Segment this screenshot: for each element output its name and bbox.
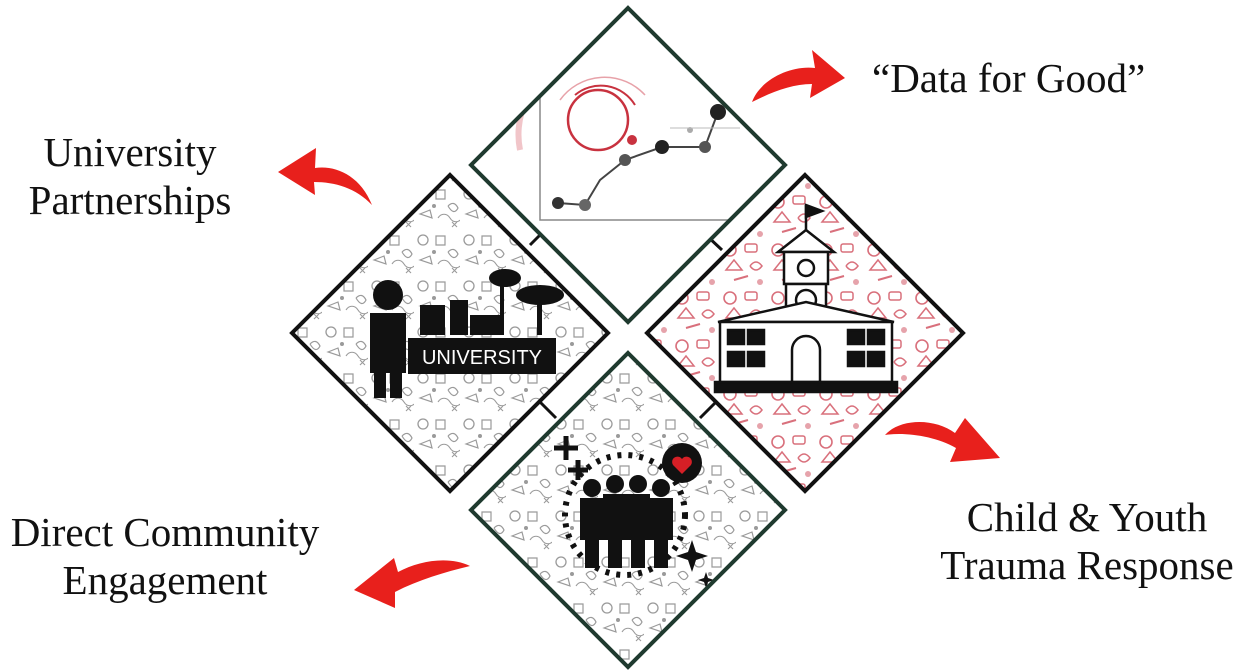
arrow-child-youth [885,418,1000,462]
arrow-university [278,148,372,205]
arrow-data-for-good [752,50,845,102]
university-partnerships-panel: UNIVERSITY [289,172,611,494]
label-line: Child & Youth [966,494,1208,540]
data-network-icon [515,70,740,221]
arrow-community [354,558,470,608]
label-line: Partnerships [28,177,232,223]
label-data-for-good-text: “Data for Good” [872,55,1146,101]
label-line: Trauma Response [940,542,1234,588]
schoolhouse-icon [713,203,899,394]
university-person-icon: UNIVERSITY [370,269,564,398]
label-line: University [43,129,217,175]
label-child-youth-trauma: Child & Youth Trauma Response [925,493,1249,589]
label-data-for-good: “Data for Good” [872,54,1145,102]
direct-community-panel [468,350,788,670]
data-for-good-panel [468,5,788,325]
label-direct-community: Direct Community Engagement [0,508,330,604]
label-line: Engagement [62,557,268,603]
label-university-partnerships: University Partnerships [8,128,252,224]
university-sign: UNIVERSITY [422,347,542,369]
community-group-icon [554,436,714,588]
label-line: Direct Community [10,509,320,555]
child-youth-trauma-panel [644,172,966,494]
